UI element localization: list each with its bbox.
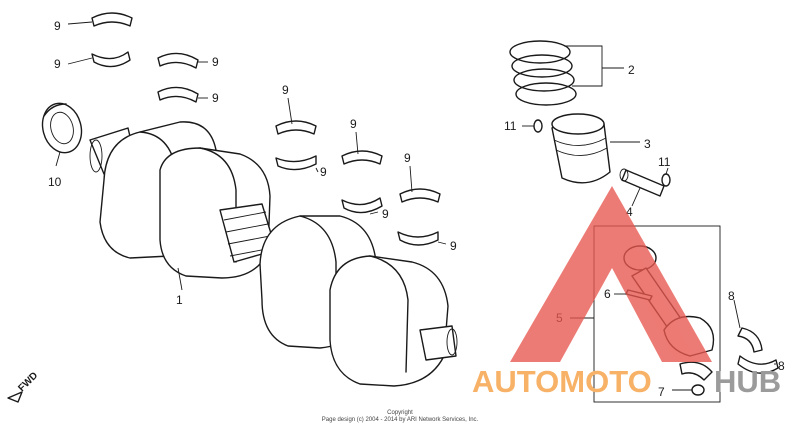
page-design-credit: Page design (c) 2004 - 2014 by ARI Netwo… (321, 417, 479, 423)
oil-seal[interactable] (37, 99, 87, 157)
piston-ring-set[interactable] (509, 40, 577, 106)
forward-direction-arrow: FWD (7, 370, 40, 403)
callout-pin-clip: 11 (504, 119, 517, 133)
callout-main-bearing: 9 (382, 207, 389, 221)
callout-rod-bearing: 8 (778, 359, 785, 373)
callout-crankshaft: 1 (176, 293, 183, 307)
watermark-brand-left: AUTOMOTO (472, 364, 652, 399)
callout-main-bearing: 9 (54, 57, 61, 71)
watermark-logo-icon (510, 186, 712, 362)
automotohub-watermark: AUTOMOTO HUB (472, 186, 781, 399)
callout-piston: 3 (644, 137, 651, 151)
callout-piston-pin: 4 (626, 205, 633, 219)
callout-pin-clip: 11 (658, 155, 671, 169)
watermark-brand-right: HUB (714, 364, 781, 399)
copyright-line: Copyright (387, 410, 413, 416)
callout-main-bearing: 9 (212, 55, 219, 69)
callout-main-bearing: 9 (54, 19, 61, 33)
callout-rod-nut: 7 (658, 385, 665, 399)
callout-oil-seal: 10 (48, 175, 62, 189)
callout-main-bearing: 9 (450, 239, 457, 253)
piston[interactable] (551, 113, 611, 184)
callout-main-bearing: 9 (350, 117, 357, 131)
callout-main-bearing: 9 (282, 83, 289, 97)
callout-main-bearing: 9 (404, 151, 411, 165)
piston-pin[interactable] (619, 168, 665, 197)
callout-main-bearing: 9 (320, 165, 327, 179)
main-bearing-shells[interactable] (91, 12, 441, 246)
callout-main-bearing: 9 (212, 91, 219, 105)
crankshaft[interactable] (89, 121, 458, 387)
callout-rod-bearing: 8 (728, 289, 735, 303)
callout-piston-ring-set: 2 (628, 63, 635, 77)
callout-rod-bolt: 6 (604, 287, 611, 301)
fwd-label: FWD (16, 370, 40, 394)
callout-numbers: 9 9 9 9 9 9 9 9 9 9 10 1 2 3 11 11 4 5 6… (48, 19, 785, 399)
